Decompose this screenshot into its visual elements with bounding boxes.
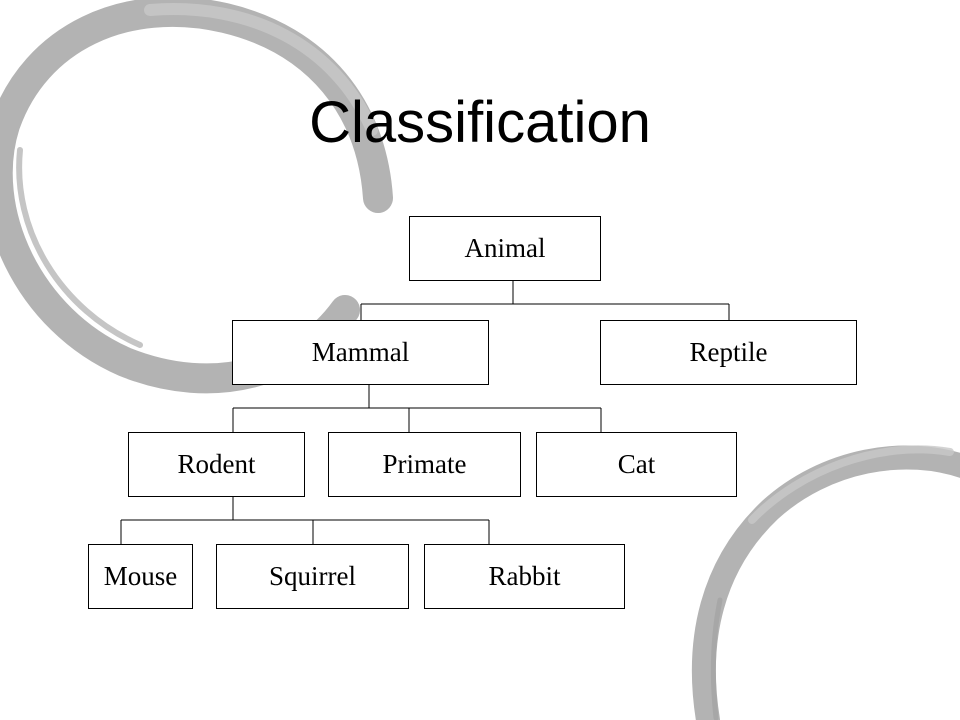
brush-circle-top-left <box>0 0 393 394</box>
node-mouse: Mouse <box>88 544 193 609</box>
slide-title: Classification <box>309 90 651 155</box>
node-cat: Cat <box>536 432 737 497</box>
node-primate: Primate <box>328 432 521 497</box>
brush-circle-bottom-right <box>691 445 960 720</box>
node-squirrel: Squirrel <box>216 544 409 609</box>
node-mammal: Mammal <box>232 320 489 385</box>
node-animal: Animal <box>409 216 601 281</box>
node-rodent: Rodent <box>128 432 305 497</box>
node-reptile: Reptile <box>600 320 857 385</box>
node-rabbit: Rabbit <box>424 544 625 609</box>
